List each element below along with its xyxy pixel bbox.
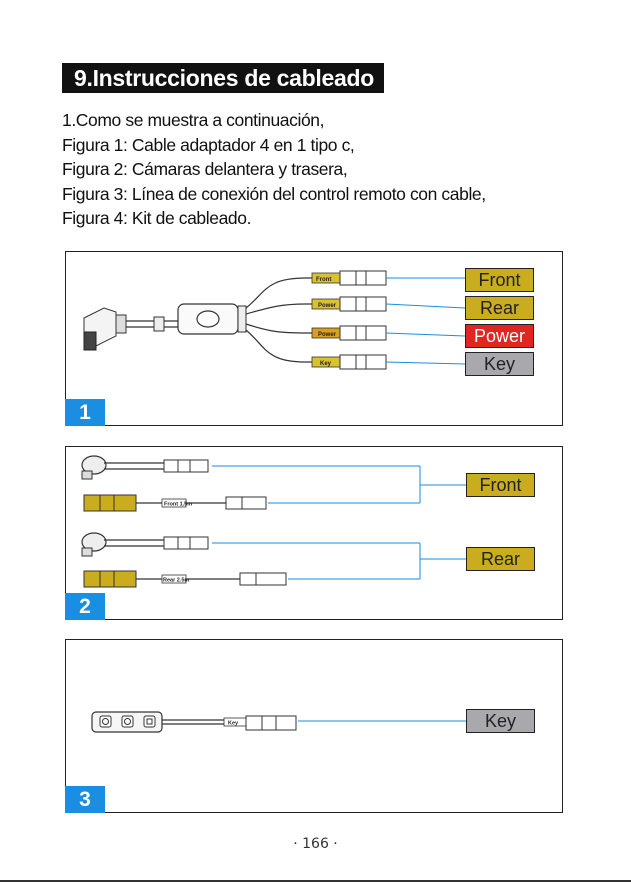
- cable-label-front-length: Front 1.5m: [164, 502, 192, 508]
- cable-label-key: Key: [320, 361, 332, 367]
- tag-power: Power: [465, 324, 534, 348]
- figure-number: 3: [65, 786, 105, 813]
- splitter-box-icon: [177, 303, 247, 335]
- rear-camera-icon: [81, 532, 107, 557]
- bottom-rule: [0, 880, 631, 882]
- figure-1-panel: Front Power Power Key Front Rear Power K…: [65, 251, 563, 426]
- cable-label-key: Key: [228, 721, 239, 727]
- front-extension-cable-icon: [83, 494, 267, 512]
- tag-rear: Rear: [466, 547, 535, 571]
- page-number: · 166 ·: [293, 836, 338, 852]
- tag-rear: Rear: [465, 296, 534, 320]
- tag-key: Key: [466, 709, 535, 733]
- adapter-cable-illustration: Front Power Power Key: [83, 270, 466, 370]
- tag-front: Front: [465, 268, 534, 292]
- intro-text: 1.Como se muestra a continuación, Figura…: [62, 108, 582, 231]
- type-c-plug-icon: [83, 307, 127, 351]
- connector-rear-icon: [311, 296, 387, 312]
- tag-front: Front: [466, 473, 535, 497]
- intro-line: Figura 1: Cable adaptador 4 en 1 tipo c,: [62, 134, 355, 155]
- wired-remote-icon: [91, 711, 163, 733]
- figure-number: 2: [65, 593, 105, 620]
- intro-line: Figura 4: Kit de cableado.: [62, 208, 252, 228]
- rear-extension-cable-icon: [83, 570, 287, 588]
- intro-line: Figura 3: Línea de conexión del control …: [62, 183, 486, 204]
- camera-cables-illustration: Front 1.5m Rear 2.5m: [81, 455, 466, 588]
- cable-label-rear-length: Rear 2.5m: [163, 578, 189, 584]
- connector-key-icon: [245, 715, 297, 731]
- cable-label-front: Front: [316, 277, 331, 283]
- intro-line: 1.Como se muestra a continuación,: [62, 110, 325, 130]
- section-title: 9.Instrucciones de cableado: [62, 63, 384, 93]
- figure-2-panel: Front 1.5m Rear 2.5m Front Rear: [65, 446, 563, 620]
- front-camera-icon: [81, 455, 107, 480]
- cable-label-power: Power: [318, 332, 337, 338]
- connector-power-icon: [311, 325, 387, 341]
- figure-number: 1: [65, 399, 105, 426]
- intro-line: Figura 2: Cámaras delantera y trasera,: [62, 159, 348, 179]
- remote-control-cable-illustration: Key: [91, 711, 466, 733]
- tag-key: Key: [465, 352, 534, 376]
- cable-label-rear: Power: [318, 303, 337, 309]
- figure-3-panel: Key Key 3: [65, 639, 563, 813]
